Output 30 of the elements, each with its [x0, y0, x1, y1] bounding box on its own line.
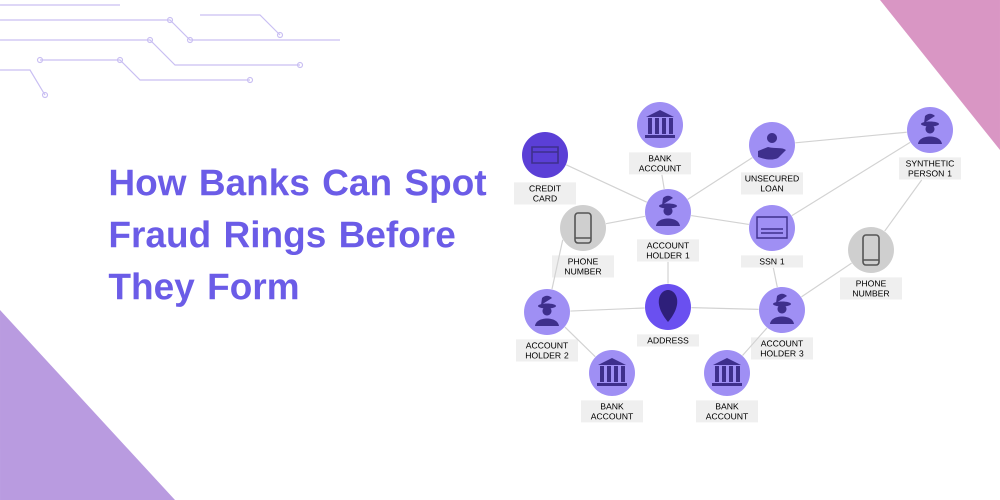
node-label: BANK ACCOUNT: [696, 400, 758, 422]
connector-line: [606, 216, 646, 224]
node-label: BANK ACCOUNT: [629, 152, 691, 174]
node-label: BANK ACCOUNT: [581, 400, 643, 422]
connector-line: [691, 214, 749, 226]
connector-line: [801, 262, 852, 298]
node-label: ACCOUNT HOLDER 2: [516, 339, 578, 362]
connector-line: [570, 307, 645, 312]
connector-line: [742, 328, 768, 356]
connector-line: [566, 164, 648, 203]
node-label: PHONE NUMBER: [552, 255, 614, 278]
node-label: SYNTHETIC PERSON 1: [899, 157, 961, 180]
connector-line: [564, 326, 596, 358]
heading: How Banks Can Spot Fraud Rings Before They Form: [108, 168, 486, 307]
node-label: UNSECURED LOAN: [741, 172, 803, 194]
connector-line: [687, 157, 753, 200]
connector-line: [667, 262, 669, 284]
connector-line: [792, 142, 910, 216]
connector-line: [551, 240, 564, 290]
connector-line: [691, 307, 759, 310]
node-label: ADDRESS: [637, 334, 699, 346]
connector-line: [884, 180, 922, 232]
connector-line: [661, 174, 665, 190]
node-label: ACCOUNT HOLDER 1: [637, 239, 699, 262]
node-label: ACCOUNT HOLDER 3: [751, 337, 813, 360]
connector-line: [795, 132, 907, 144]
node-label: CREDIT CARD: [514, 182, 576, 204]
node-label: PHONE NUMBER: [840, 277, 902, 300]
connector-line: [772, 268, 778, 288]
node-label: SSN 1: [741, 255, 803, 268]
